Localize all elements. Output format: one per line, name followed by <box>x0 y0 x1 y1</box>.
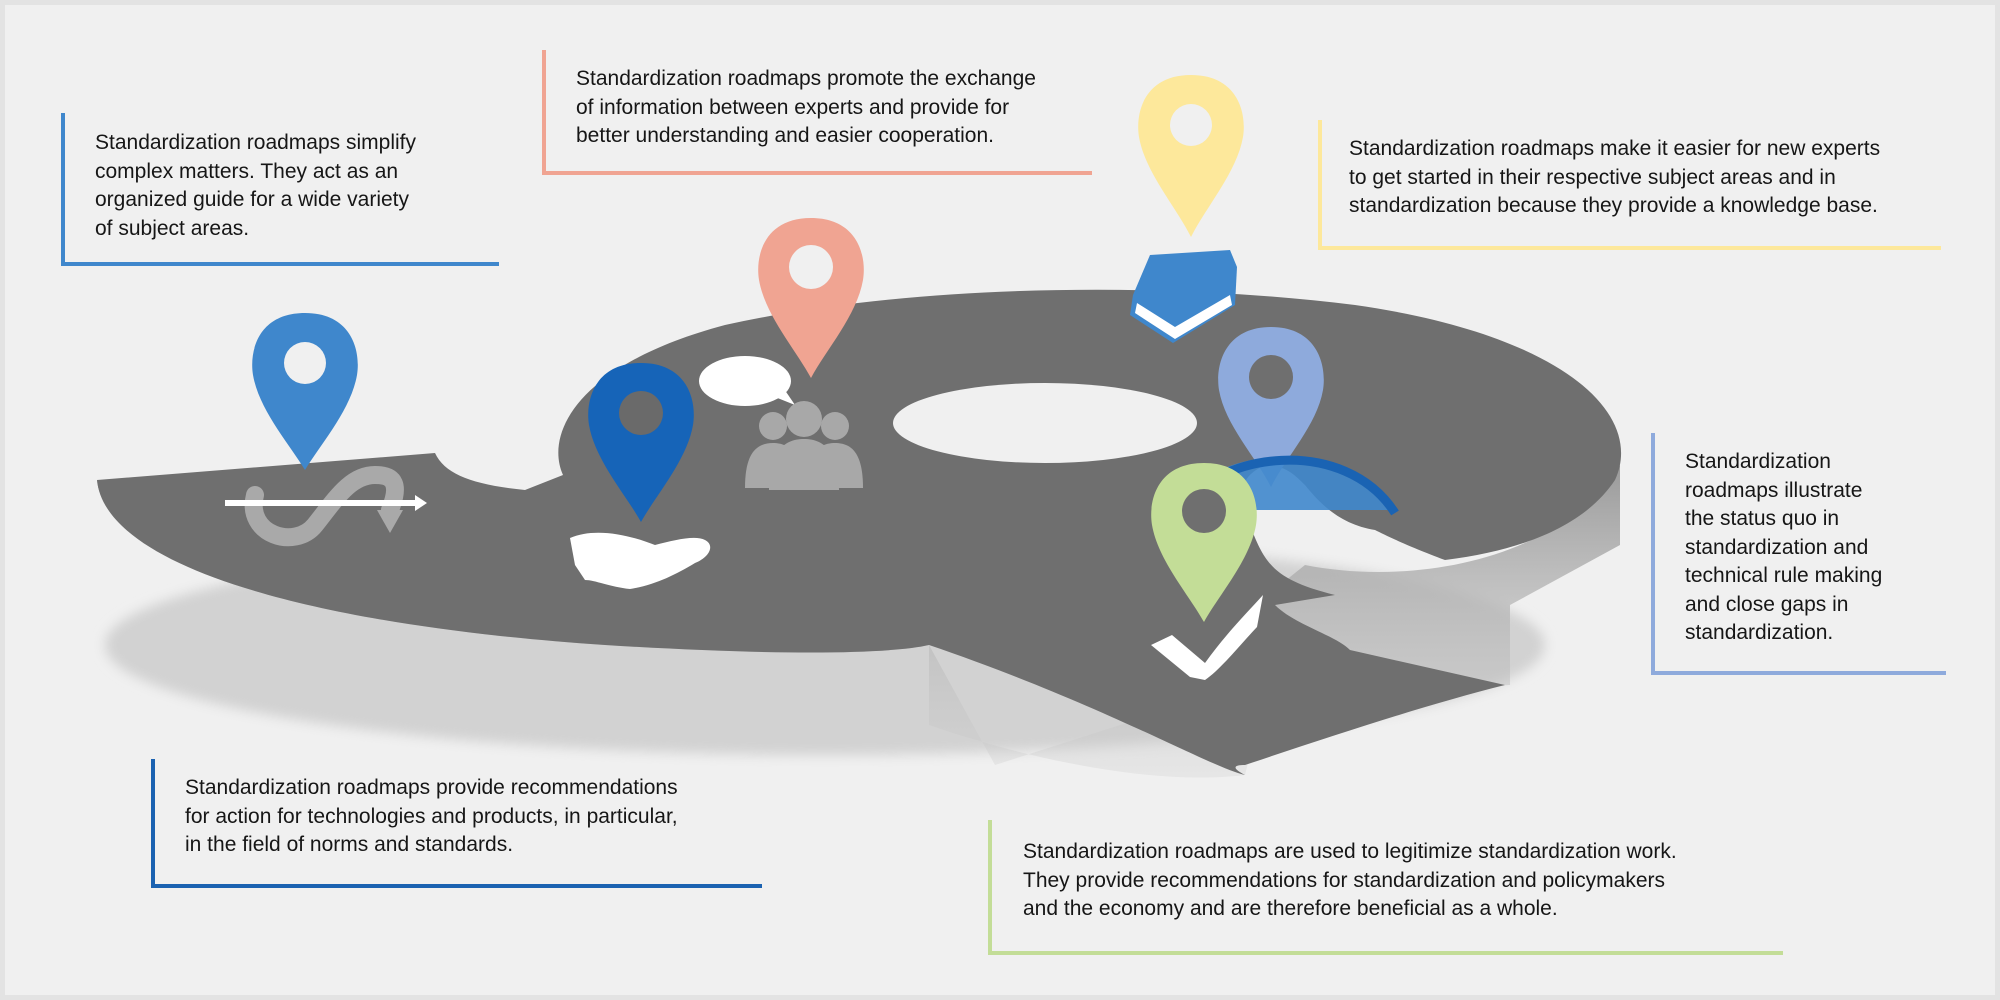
callout-knowledge-text: Standardization roadmaps make it easier … <box>1349 137 1881 217</box>
book-icon <box>1130 250 1237 343</box>
callout-recommendations-text: Standardization roadmaps provide recomme… <box>185 776 678 856</box>
callout-status-quo-text: Standardization roadmaps illustrate the … <box>1685 450 1883 644</box>
callout-simplify: Standardization roadmaps simplify comple… <box>61 113 499 266</box>
callout-legitimize: Standardization roadmaps are used to leg… <box>988 820 1783 955</box>
map-pin-knowledge <box>1138 75 1244 237</box>
discussion-group-icon <box>699 356 863 490</box>
callout-simplify-text: Standardization roadmaps simplify comple… <box>95 131 416 240</box>
checkmark-icon <box>1151 595 1263 680</box>
map-pin-status-quo <box>1218 327 1324 487</box>
helping-hand-icon <box>570 532 711 589</box>
callout-exchange-text: Standardization roadmaps promote the exc… <box>576 67 1036 147</box>
map-pin-exchange <box>758 218 864 378</box>
callout-knowledge: Standardization roadmaps make it easier … <box>1318 120 1941 250</box>
road-loop-hole <box>893 383 1197 463</box>
map-pin-recommendations <box>588 363 694 522</box>
marker-layer <box>225 75 1399 680</box>
map-pin-simplify <box>252 313 358 470</box>
process-arrows-icon <box>225 465 427 547</box>
callout-legitimize-text: Standardization roadmaps are used to leg… <box>1023 840 1677 920</box>
callout-status-quo: Standardization roadmaps illustrate the … <box>1651 433 1946 675</box>
callout-exchange: Standardization roadmaps promote the exc… <box>542 50 1092 175</box>
infographic-stage: Standardization roadmaps simplify comple… <box>5 5 1995 995</box>
map-pin-legitimize <box>1151 463 1257 622</box>
callout-recommendations: Standardization roadmaps provide recomme… <box>151 759 762 888</box>
